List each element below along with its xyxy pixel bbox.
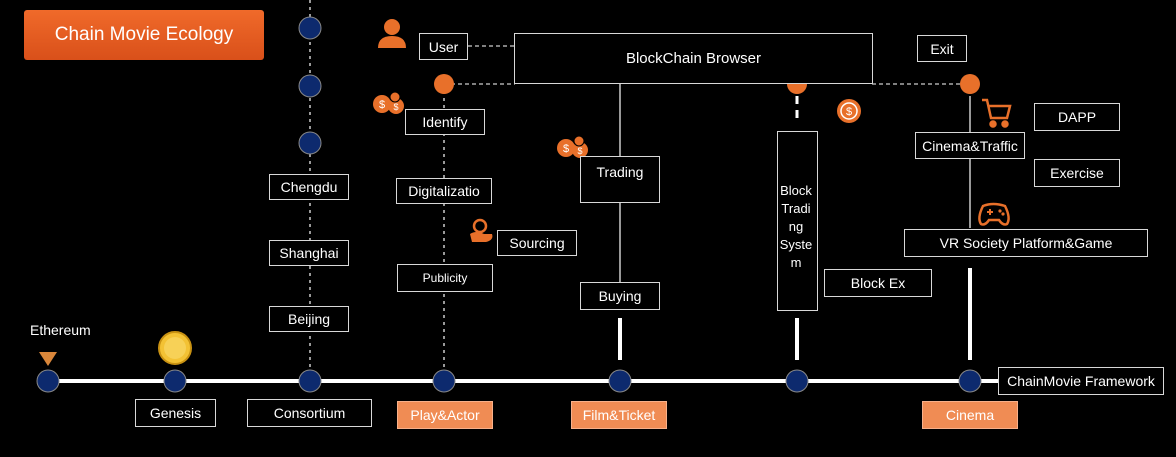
ethereum-label: Ethereum — [30, 322, 91, 338]
exit-box: Exit — [917, 35, 967, 62]
node-block — [785, 369, 809, 393]
user-box: User — [419, 33, 468, 60]
publicity-box: Publicity — [397, 264, 493, 292]
vr-platform-box: VR Society Platform&Game — [904, 229, 1148, 257]
trading-box: Trading — [580, 156, 660, 203]
exercise-box: Exercise — [1034, 159, 1120, 187]
block-trading-label: Block Tradi ng Syste m — [777, 182, 815, 272]
node-play — [432, 369, 456, 393]
milestone-film-ticket: Film&Ticket — [571, 401, 667, 429]
cinema-traffic-box: Cinema&Traffic — [915, 132, 1025, 159]
identify-box: Identify — [405, 109, 485, 135]
milestone-consortium: Consortium — [247, 399, 372, 427]
block-trading-line: Block — [780, 183, 812, 198]
node-top-3 — [298, 131, 322, 155]
node-play-top — [434, 74, 454, 94]
dollar-coin-icon: $ — [837, 99, 861, 123]
block-trading-line: ng — [788, 219, 804, 234]
page-title: Chain Movie Ecology — [24, 10, 264, 60]
block-trading-box — [777, 131, 818, 311]
city-box-shanghai: Shanghai — [269, 240, 349, 266]
milestone-genesis: Genesis — [135, 399, 216, 427]
cart-icon — [982, 98, 1012, 128]
node-top-2 — [298, 74, 322, 98]
blockchain-browser-box: BlockChain Browser — [514, 33, 873, 84]
digitalization-box: Digitalizatio — [396, 178, 492, 204]
node-ethereum — [36, 369, 60, 393]
user-icon — [378, 19, 406, 48]
node-film — [608, 369, 632, 393]
city-box-beijing: Beijing — [269, 306, 349, 332]
block-trading-line: m — [790, 255, 802, 270]
gamepad-icon — [978, 202, 1010, 226]
dapp-box: DAPP — [1034, 103, 1120, 131]
ethereum-marker-icon — [39, 352, 57, 366]
svg-text:$: $ — [379, 99, 385, 111]
milestone-cinema: Cinema — [922, 401, 1018, 429]
buying-box: Buying — [580, 282, 660, 310]
hand-coin-icon — [470, 218, 493, 242]
svg-text:$: $ — [393, 102, 398, 112]
block-trading-line: Tradi — [781, 201, 811, 216]
node-consortium — [298, 369, 322, 393]
coins-icon-trading: $ $ — [557, 135, 588, 158]
block-ex-box: Block Ex — [824, 269, 932, 297]
node-genesis — [163, 369, 187, 393]
chainmovie-framework-box: ChainMovie Framework — [998, 367, 1164, 395]
svg-text:$: $ — [577, 146, 582, 156]
sourcing-box: Sourcing — [497, 230, 577, 256]
node-cinema — [958, 369, 982, 393]
coins-icon: $ $ — [373, 91, 404, 114]
node-cinema-top — [960, 74, 980, 94]
svg-text:$: $ — [563, 143, 569, 155]
milestone-play-actor: Play&Actor — [397, 401, 493, 429]
city-box-chengdu: Chengdu — [269, 174, 349, 200]
block-trading-line: Syste — [779, 237, 813, 252]
node-top-1 — [298, 16, 322, 40]
coin-inner-icon — [164, 337, 186, 359]
svg-text:$: $ — [846, 106, 852, 118]
